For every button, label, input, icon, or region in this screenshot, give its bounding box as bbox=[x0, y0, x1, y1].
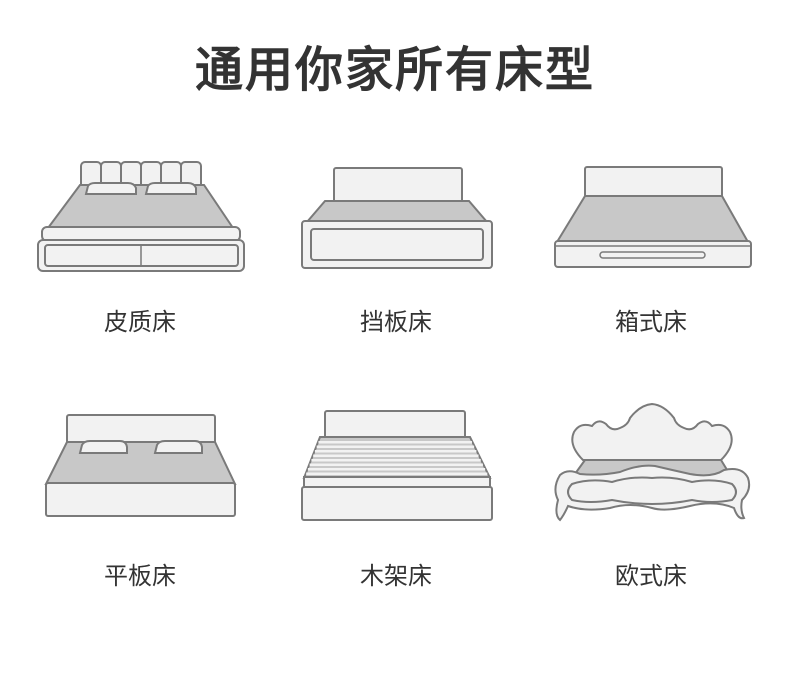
panel-bed-icon bbox=[301, 167, 493, 269]
bed-label-platform: 平板床 bbox=[104, 562, 176, 590]
wooden-frame-bed-icon bbox=[301, 410, 493, 521]
bed-label-wooden-frame: 木架床 bbox=[360, 562, 432, 590]
bed-slat bbox=[311, 459, 481, 462]
bed-slat bbox=[313, 454, 479, 457]
page-title: 通用你家所有床型 bbox=[194, 42, 595, 98]
bed-slat bbox=[306, 472, 488, 475]
bed-slat bbox=[307, 468, 486, 471]
box-bed-icon bbox=[554, 166, 752, 268]
leather-bed-icon bbox=[37, 161, 245, 272]
european-bed-icon bbox=[554, 402, 751, 522]
bed-slat bbox=[316, 445, 475, 448]
platform-bed-icon bbox=[44, 414, 237, 517]
bed-slat bbox=[314, 450, 477, 453]
bed-label-panel: 挡板床 bbox=[360, 308, 432, 336]
bed-label-leather: 皮质床 bbox=[104, 308, 176, 336]
bed-label-european: 欧式床 bbox=[615, 562, 687, 590]
bed-slat bbox=[318, 441, 472, 444]
bed-label-box: 箱式床 bbox=[615, 308, 687, 336]
bed-slat bbox=[309, 463, 483, 466]
